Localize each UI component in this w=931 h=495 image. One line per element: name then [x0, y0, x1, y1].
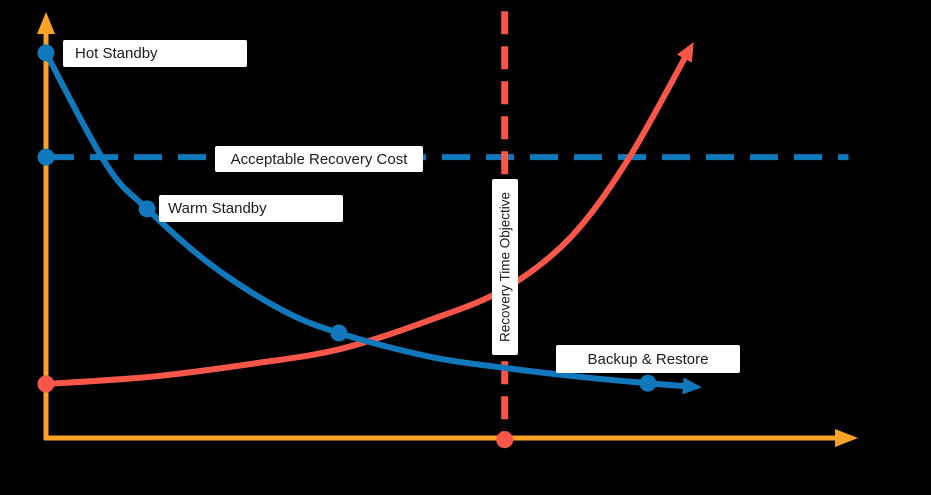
recovery-time-objective-line-marker-dot [496, 431, 514, 449]
recovery-cost-curve-marker-dot [138, 200, 156, 218]
warm-standby-label: Warm Standby [159, 195, 343, 222]
recovery-time-objective-label: Recovery Time Objective [492, 179, 518, 355]
downtime-cost-curve [43, 52, 689, 387]
recovery-cost-curve-arrow-icon [682, 377, 702, 395]
recovery-cost-curve [43, 49, 689, 390]
recovery-cost-curve-marker-dot [639, 374, 657, 392]
acceptable-recovery-cost-line-marker-dot [37, 148, 55, 166]
downtime-cost-curve-marker-dot [37, 375, 55, 393]
y-axis-arrow-icon [37, 12, 55, 34]
acceptable-recovery-cost-label: Acceptable Recovery Cost [215, 146, 423, 172]
recovery-cost-curve-marker-dot [37, 44, 55, 62]
downtime-cost-curve-arrow-icon [677, 42, 694, 63]
recovery-cost-curve-marker-dot [330, 324, 348, 342]
hot-standby-label: Hot Standby [63, 40, 247, 67]
backup-restore-label: Backup & Restore [556, 345, 740, 373]
x-axis-arrow-icon [835, 429, 858, 447]
